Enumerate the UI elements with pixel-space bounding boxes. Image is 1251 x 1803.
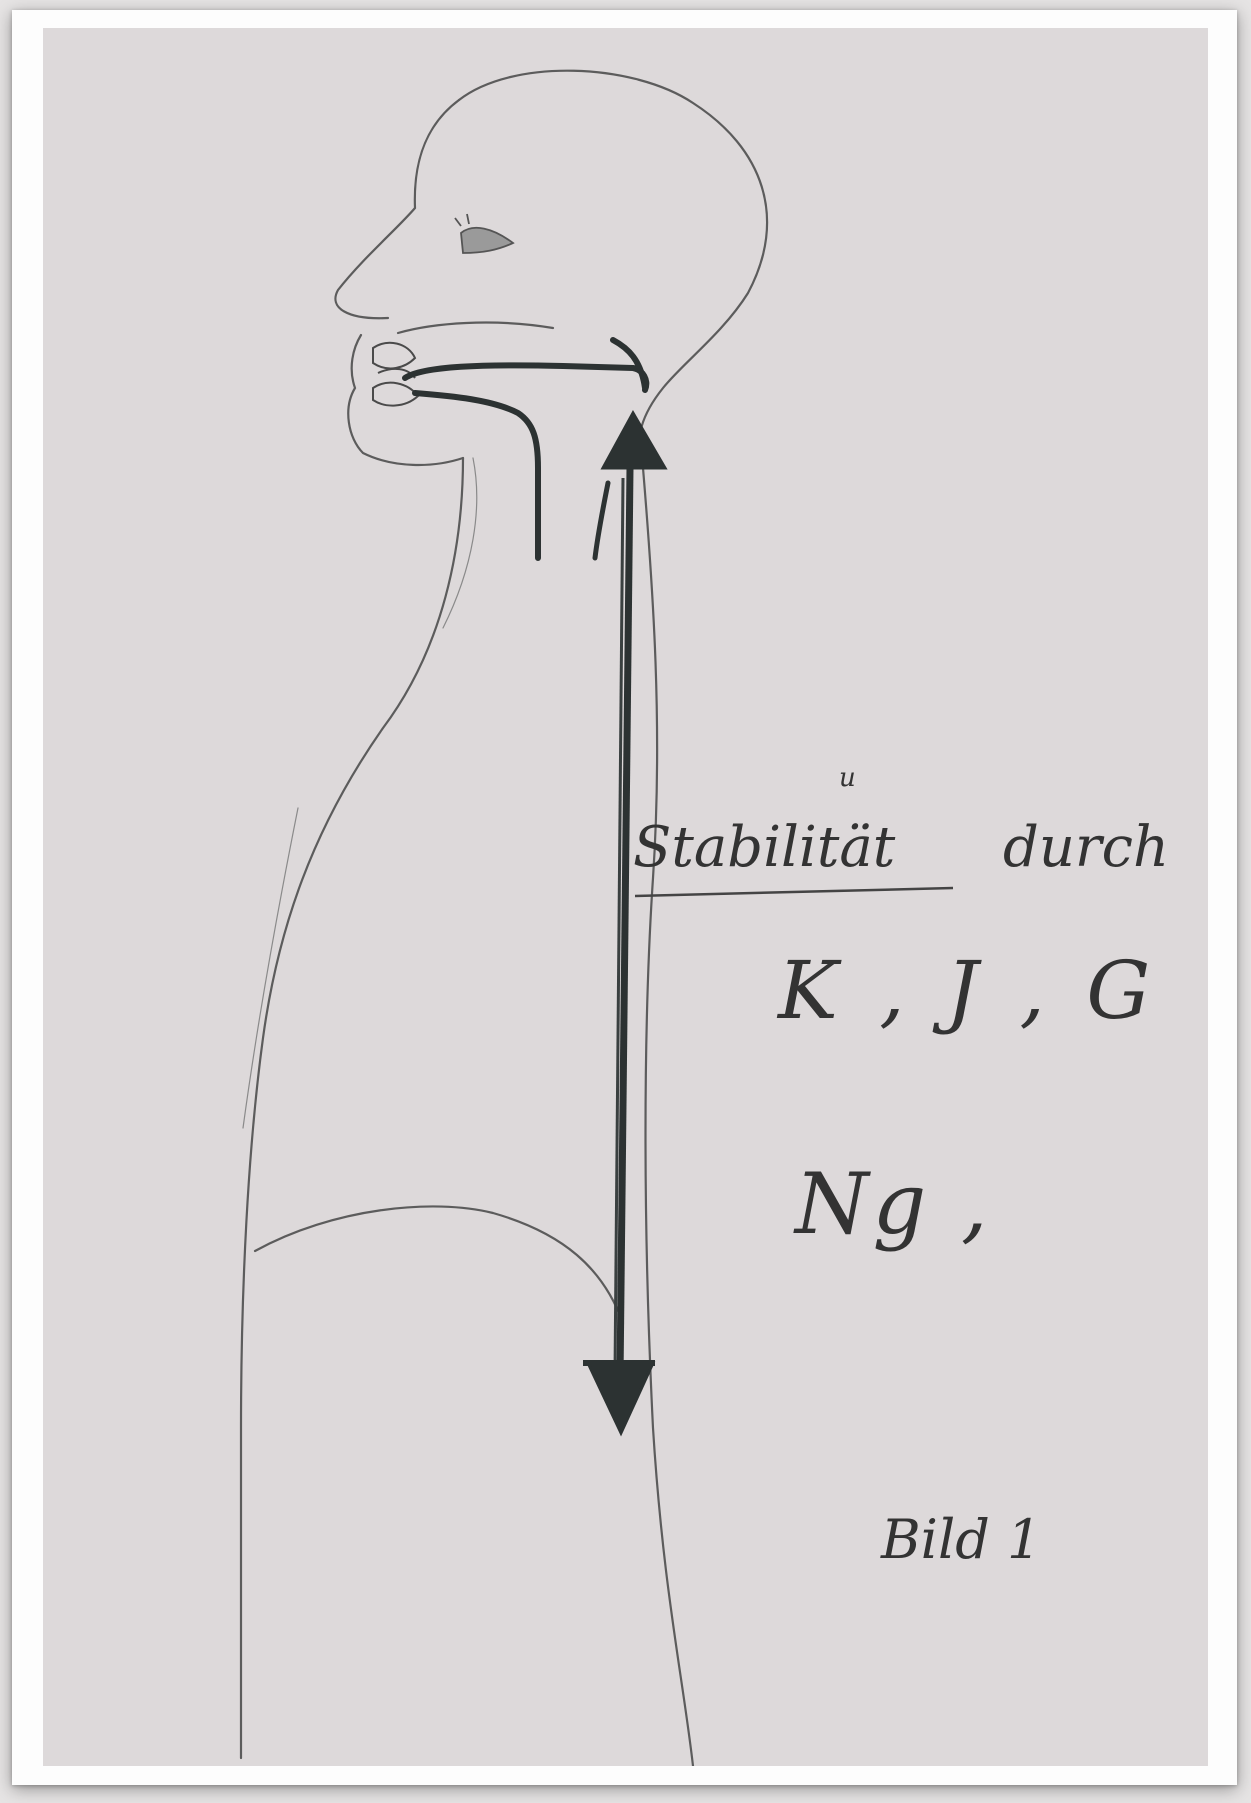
palate-line xyxy=(405,365,646,390)
arrow-head-down xyxy=(588,1363,653,1433)
soft-palate-line xyxy=(613,340,645,388)
torso-front-outline xyxy=(241,458,463,1758)
upper-lip xyxy=(373,343,415,369)
torso-back-outline xyxy=(643,468,693,1766)
lower-lip xyxy=(373,383,418,406)
torso-sketch-line xyxy=(243,808,298,1128)
chin-outline xyxy=(348,335,463,465)
paper-sheet: Stabilität u durch K , J , G Ng , Bild 1 xyxy=(43,28,1208,1766)
caption: Bild 1 xyxy=(880,1508,1041,1571)
sketch-canvas: Stabilität u durch K , J , G Ng , Bild 1 xyxy=(43,28,1208,1766)
photo-frame: Stabilität u durch K , J , G Ng , Bild 1 xyxy=(12,10,1237,1785)
eye-shape xyxy=(461,228,513,253)
neck-sketch-line xyxy=(443,458,477,628)
title-suffix: durch xyxy=(1003,815,1169,880)
handwriting: Stabilität u durch K , J , G Ng , Bild 1 xyxy=(633,763,1169,1571)
vocal-tract-lines xyxy=(405,340,646,558)
umlaut-mark: u xyxy=(839,763,856,793)
stability-arrow xyxy=(583,413,665,1433)
jaw-line xyxy=(398,323,553,333)
letters-line-1: K , J , G xyxy=(776,944,1158,1037)
eyelashes xyxy=(455,214,469,226)
title-word: Stabilität xyxy=(633,815,896,880)
title-underline xyxy=(635,888,953,896)
pharynx-line xyxy=(595,483,608,558)
tongue-line xyxy=(415,393,538,558)
figure-outline xyxy=(241,71,767,1766)
face-profile-outline xyxy=(335,100,459,318)
arrow-head-up xyxy=(603,413,665,468)
diaphragm-outline xyxy=(255,1206,623,1323)
letters-line-2: Ng , xyxy=(793,1155,992,1253)
eye xyxy=(455,214,513,253)
